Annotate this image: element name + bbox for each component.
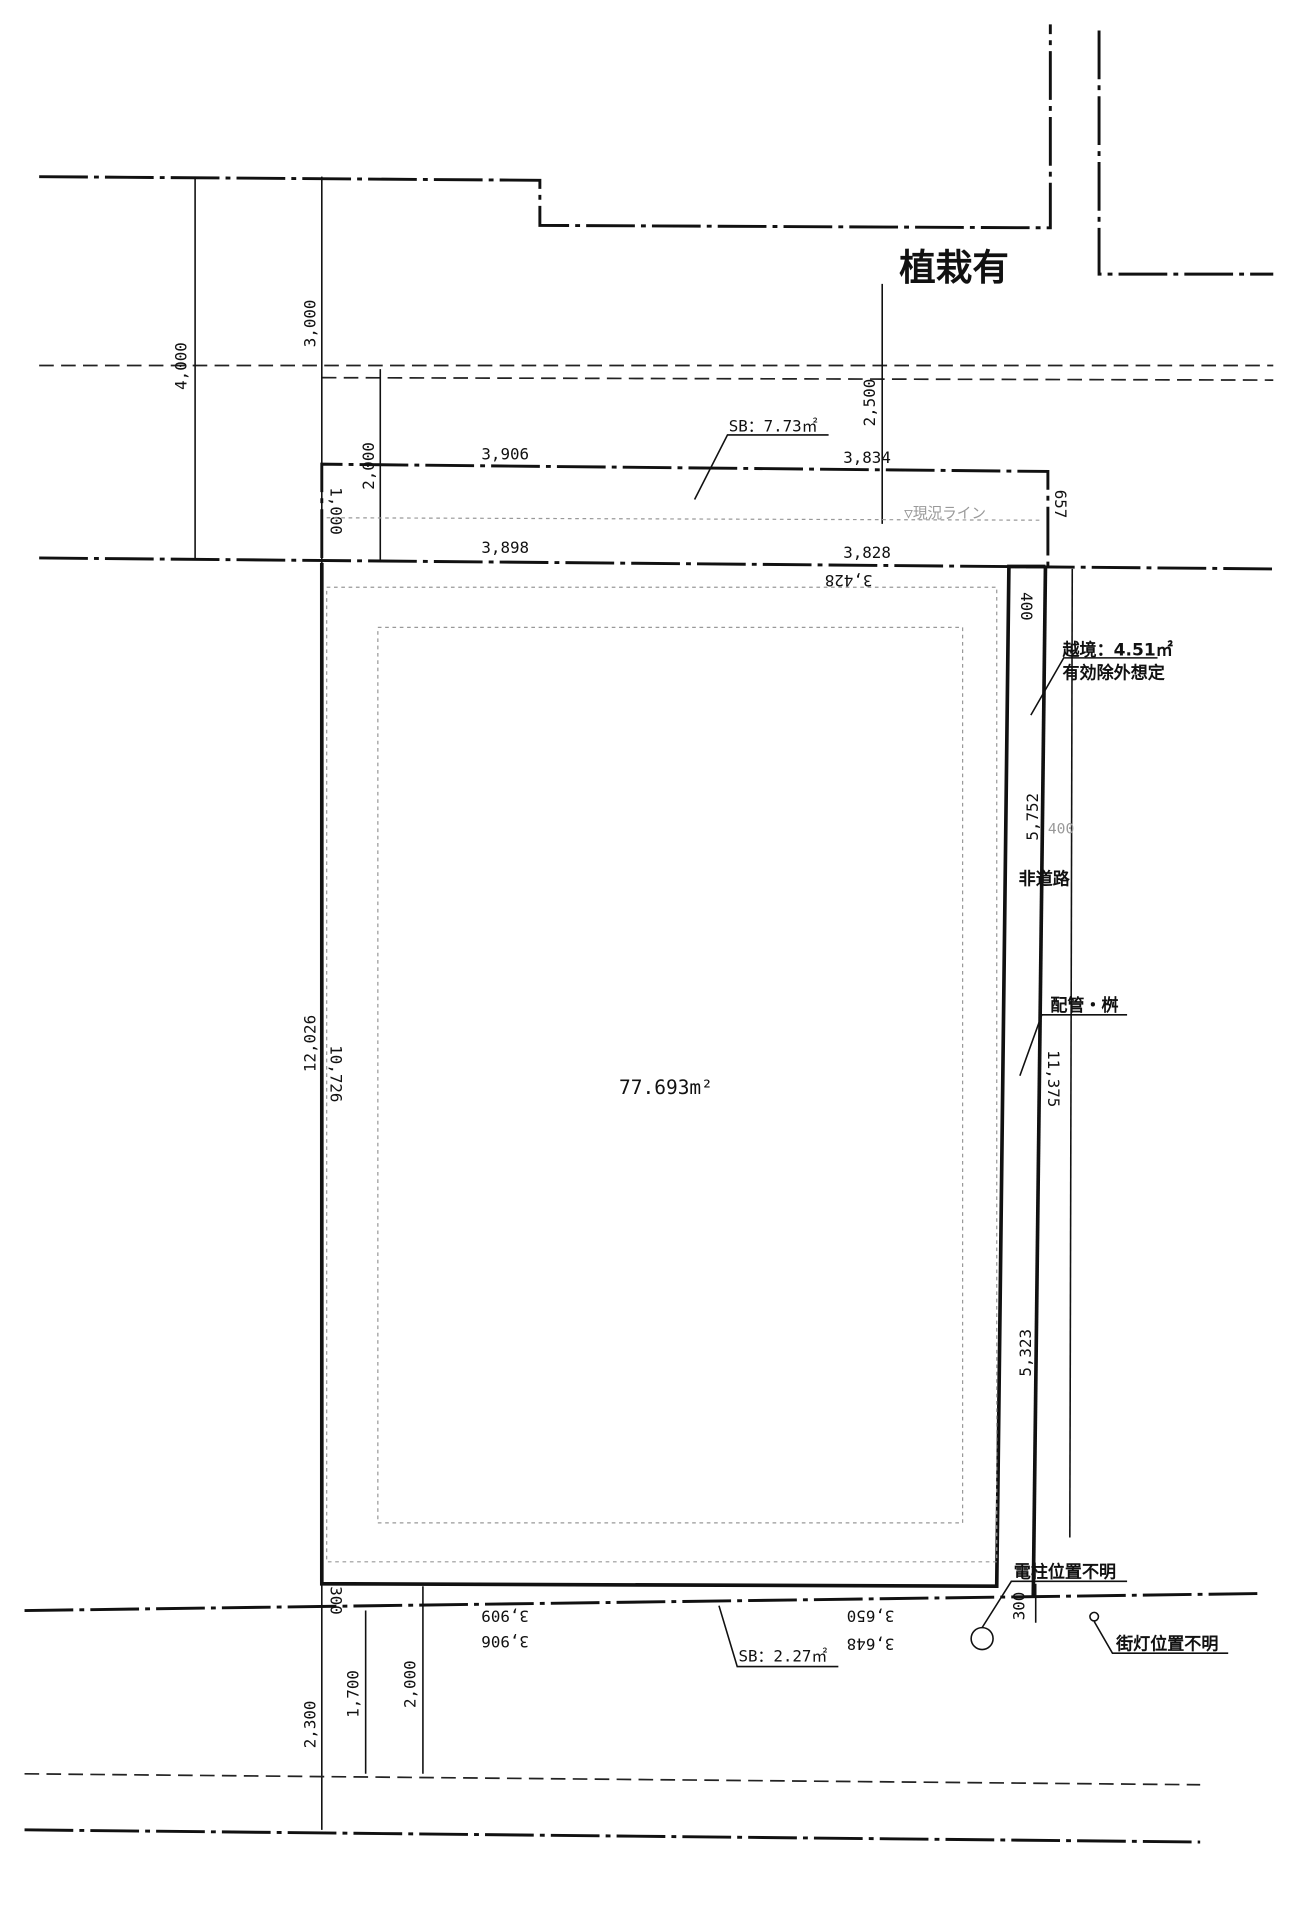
planting-note: 植栽有 — [899, 246, 1009, 289]
non-road-label: 非道路 — [1019, 868, 1071, 889]
pipe-label: 配管・桝 — [1050, 995, 1118, 1016]
dim-label: 3,898 — [481, 538, 529, 557]
setback-line-top — [321, 376, 1274, 381]
current-line-label: ▽現況ライン — [904, 505, 986, 522]
dim-label: 3,909 — [481, 1607, 529, 1626]
building-footprint — [377, 626, 964, 1524]
lot-boundary — [319, 562, 1046, 1589]
dim-label: 3,000 — [301, 300, 320, 348]
dim-label: 10,726 — [326, 1045, 345, 1102]
dim-label: 300 — [1010, 1592, 1029, 1621]
neighbor-boundary-right — [1097, 30, 1274, 276]
dim-label: 3,828 — [843, 543, 891, 562]
pole-label: 電柱位置不明 — [1014, 1562, 1116, 1583]
dim-label: 3,906 — [481, 444, 529, 463]
streetlight-icon — [1089, 1611, 1100, 1622]
dim-label: 3,650 — [847, 1607, 895, 1626]
leader-pipe — [1019, 1014, 1128, 1077]
utility-pole-icon — [970, 1626, 994, 1651]
neighbor-boundary-top — [39, 24, 1052, 230]
leader-encroach — [1030, 657, 1158, 716]
setback-boundary-top — [320, 462, 1050, 569]
encroach-note: 有効除外想定 — [1063, 663, 1165, 684]
dim-label: 1,000 — [326, 487, 345, 535]
dim-label: 400 — [1017, 592, 1036, 621]
dim-label: 3,834 — [843, 448, 891, 467]
encroach-label: 越境：4.51㎡ — [1062, 639, 1173, 660]
streetlight-label: 街灯位置不明 — [1115, 1634, 1218, 1655]
dim-label: 4,000 — [172, 342, 191, 390]
dim-label: 3,428 — [825, 571, 873, 590]
sb-bottom-label: SB：2.27㎡ — [738, 1647, 827, 1666]
dim-label: 3,906 — [481, 1632, 529, 1651]
road-boundary-bottom — [24, 1592, 1262, 1613]
leader-sb-top — [693, 434, 829, 500]
dim-label: 12,026 — [301, 1015, 320, 1072]
road-edge-right — [1069, 568, 1074, 1538]
sb-top-label: SB：7.73㎡ — [729, 416, 818, 435]
road-edge-line-bottom — [24, 1772, 1201, 1786]
dim-label: 2,300 — [301, 1701, 320, 1749]
wall-line — [326, 586, 998, 1563]
lot-area-label: 77.693m² — [619, 1076, 713, 1099]
dim-label: 2,000 — [401, 1660, 420, 1708]
dim-label: 11,375 — [1044, 1050, 1063, 1107]
road-boundary-top — [39, 556, 1274, 571]
dim-label: 2,500 — [860, 379, 879, 427]
dim-label: 657 — [1051, 490, 1070, 519]
dim-label: 5,323 — [1016, 1329, 1035, 1377]
dim-label: 5,752 — [1023, 793, 1042, 841]
dim-label: 1,700 — [343, 1670, 362, 1718]
leader-streetlight — [1093, 1621, 1229, 1654]
dim-label: 300 — [326, 1586, 345, 1615]
road-far-boundary — [24, 1828, 1201, 1844]
leader-pole — [981, 1580, 1128, 1629]
lot-boundary-right — [1031, 566, 1048, 1596]
current-condition-line — [326, 517, 1042, 521]
leader-sb-bottom — [718, 1605, 839, 1668]
dim-label: 400 — [1048, 820, 1074, 837]
dim-label: 3,648 — [847, 1635, 895, 1654]
